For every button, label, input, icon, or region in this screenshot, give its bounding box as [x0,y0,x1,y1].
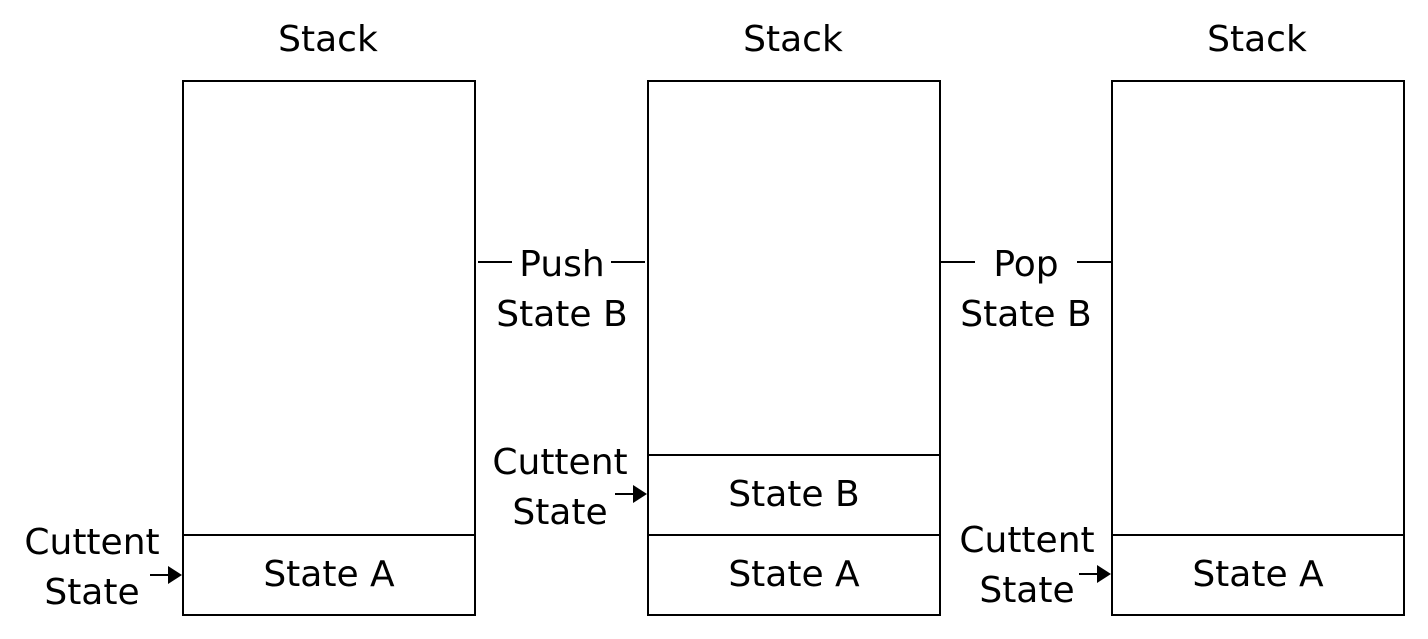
push-label-line1: Push [519,244,605,285]
stack-2-cell-state-a: State A [649,534,939,614]
current-state-label-3: Cuttent State [957,516,1097,616]
stack-3: State A [1111,80,1405,616]
current-state-label-1: Cuttent State [22,518,162,618]
stack-title-2: Stack [743,19,843,60]
push-label-line2: State B [496,294,628,335]
current-state-label-1-line2: State [44,572,140,613]
stack-2: State B State A [647,80,941,616]
pop-label-line2: State B [960,294,1092,335]
push-connector-right [611,261,645,263]
push-connector-left [478,261,512,263]
current-state-label-3-line1: Cuttent [959,520,1095,561]
stack-title-1: Stack [278,19,378,60]
current-state-arrow-2 [615,485,647,503]
current-state-arrow-3 [1079,565,1111,583]
pop-state-b-label: Pop State B [946,240,1106,340]
push-state-b-label: Push State B [482,240,642,340]
stack-1-cell-state-a: State A [184,534,474,614]
pop-label-line1: Pop [993,244,1059,285]
current-state-arrow-1 [150,566,182,584]
current-state-label-3-line2: State [979,570,1075,611]
current-state-label-2-line1: Cuttent [492,442,628,483]
stack-3-cell-state-a: State A [1113,534,1403,614]
pop-connector-right [1077,261,1111,263]
current-state-label-2-line2: State [512,492,608,533]
stack-title-3: Stack [1207,19,1307,60]
stack-2-cell-state-b: State B [649,454,939,534]
current-state-label-2: Cuttent State [490,438,630,538]
current-state-label-1-line1: Cuttent [24,522,160,563]
stack-1: State A [182,80,476,616]
pop-connector-left [941,261,975,263]
